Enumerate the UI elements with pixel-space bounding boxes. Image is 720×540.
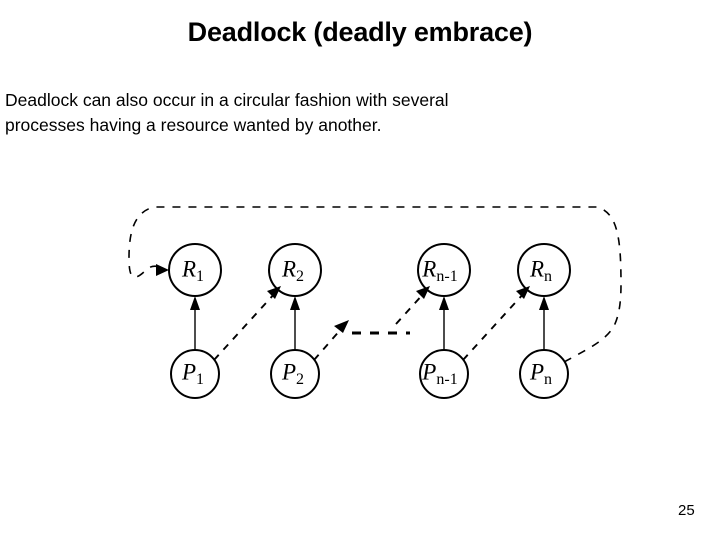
- edge-Pn-1-to-Rn-1-arrowhead: [439, 296, 449, 310]
- edge-P1-to-R2-arrowhead: [267, 286, 281, 299]
- edge-P2-to-R2: [290, 296, 300, 350]
- edge-P2-to-R2-arrowhead: [290, 296, 300, 310]
- edge-P1-to-R1: [190, 296, 200, 350]
- edge-P2-to-next-arrowhead: [334, 320, 349, 333]
- edge-P1-to-R2: [213, 286, 281, 361]
- loop-arrowhead-into-R1: [156, 264, 169, 276]
- node-Pn[interactable]: Pn: [519, 349, 569, 399]
- node-P1[interactable]: P1: [170, 349, 220, 399]
- edge-prev-to-Rn-1: [395, 286, 430, 325]
- edge-P1-to-R1-arrowhead: [190, 296, 200, 310]
- edge-P1-to-R2-line: [213, 291, 277, 361]
- node-R1[interactable]: R1: [168, 243, 222, 297]
- resource-nodes: R1 R2 Rn-1 Rn: [168, 243, 571, 297]
- edge-Pn-to-Rn: [539, 296, 549, 350]
- edge-Pn-1-to-Rn-arrowhead: [516, 286, 530, 299]
- process-nodes: P1 P2 Pn-1 Pn: [170, 349, 569, 399]
- edge-prev-to-Rn-1-line: [395, 291, 426, 325]
- deadlock-diagram: R1 R2 Rn-1 Rn P1: [90, 180, 650, 420]
- edge-Pn-1-to-Rn: [462, 286, 530, 361]
- edge-Pn-1-to-Rn-line: [462, 291, 526, 361]
- body-line-2: processes having a resource wanted by an…: [5, 115, 382, 135]
- node-R2[interactable]: R2: [268, 243, 322, 297]
- body-line-1: Deadlock can also occur in a circular fa…: [5, 90, 449, 110]
- page-number: 25: [678, 502, 695, 519]
- node-Pn-1[interactable]: Pn-1: [419, 349, 469, 399]
- edge-Pn-to-Rn-arrowhead: [539, 296, 549, 310]
- node-P2[interactable]: P2: [270, 349, 320, 399]
- edge-P2-to-next: [313, 320, 349, 361]
- circular-wait-loop: [128, 206, 622, 363]
- edge-Pn-1-to-Rn-1: [439, 296, 449, 350]
- edge-P2-to-next-line: [313, 327, 343, 361]
- body-text: Deadlock can also occur in a circular fa…: [5, 88, 665, 138]
- page-title: Deadlock (deadly embrace): [187, 17, 533, 47]
- edge-prev-to-Rn-1-arrowhead: [416, 286, 430, 299]
- held-edges: [190, 296, 549, 350]
- request-edges: [213, 286, 530, 361]
